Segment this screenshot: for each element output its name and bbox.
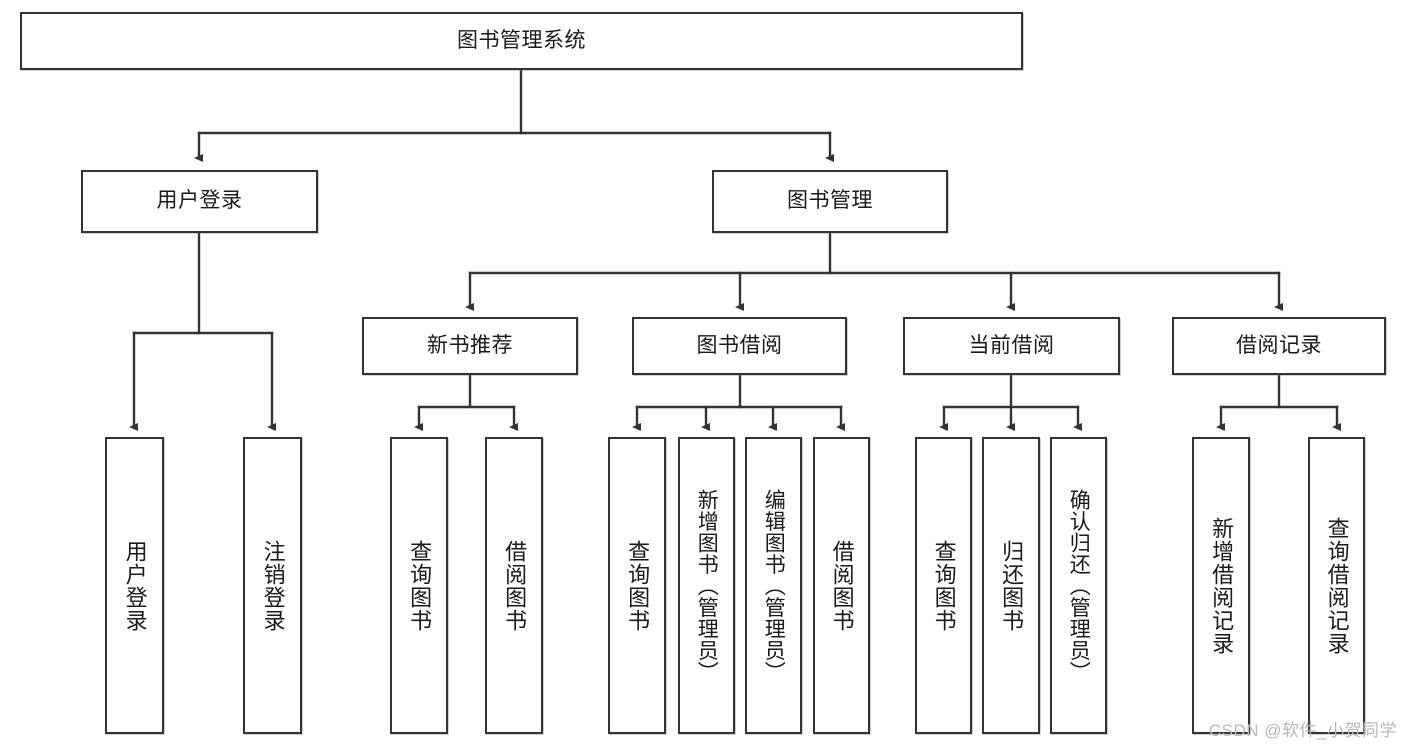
node-label: 新书推荐 (427, 333, 513, 357)
node-label: 新增借阅记录 (1209, 516, 1235, 655)
node-label: 查询图书 (407, 539, 433, 632)
node-leaf-query-book-2[interactable]: 查询图书 (608, 437, 666, 734)
node-label: 注销登录 (260, 539, 286, 632)
node-leaf-logout-login[interactable]: 注销登录 (243, 437, 302, 734)
node-leaf-return-book[interactable]: 归还图书 (982, 437, 1040, 734)
node-leaf-user-login[interactable]: 用户登录 (105, 437, 164, 734)
node-library-management-system[interactable]: 图书管理系统 (20, 12, 1023, 70)
node-leaf-query-borrow-record[interactable]: 查询借阅记录 (1308, 437, 1365, 734)
node-label: 用户登录 (122, 539, 148, 632)
node-new-book-recommend[interactable]: 新书推荐 (362, 317, 578, 375)
node-leaf-query-book-1[interactable]: 查询图书 (390, 437, 448, 734)
node-label: 新增图书（管理员） (695, 488, 719, 683)
node-label: 当前借阅 (968, 333, 1055, 357)
node-current-borrow[interactable]: 当前借阅 (903, 317, 1120, 375)
node-leaf-confirm-return-admin[interactable]: 确认归还（管理员） (1050, 437, 1107, 734)
node-label: 确认归还（管理员） (1067, 488, 1091, 683)
node-label: 借阅记录 (1236, 333, 1322, 357)
node-borrow-record[interactable]: 借阅记录 (1172, 317, 1386, 375)
node-book-management[interactable]: 图书管理 (712, 170, 948, 233)
node-label: 查询图书 (625, 539, 651, 632)
node-book-borrow[interactable]: 图书借阅 (632, 317, 847, 375)
node-user-login[interactable]: 用户登录 (81, 170, 318, 233)
node-leaf-borrow-book-1[interactable]: 借阅图书 (485, 437, 543, 734)
node-label: 借阅图书 (829, 539, 855, 632)
node-label: 图书借阅 (696, 333, 783, 357)
node-label: 图书管理 (787, 189, 873, 213)
node-label: 查询图书 (931, 539, 957, 632)
node-leaf-add-borrow-record[interactable]: 新增借阅记录 (1192, 437, 1250, 734)
node-leaf-borrow-book-2[interactable]: 借阅图书 (813, 437, 870, 734)
node-label: 借阅图书 (502, 539, 528, 632)
node-label: 用户登录 (156, 189, 243, 213)
node-label: 图书管理系统 (457, 28, 586, 52)
node-leaf-add-book-admin[interactable]: 新增图书（管理员） (678, 437, 735, 734)
node-leaf-query-book-3[interactable]: 查询图书 (915, 437, 972, 734)
node-label: 归还图书 (999, 539, 1025, 632)
node-label: 查询借阅记录 (1324, 516, 1350, 655)
node-leaf-edit-book-admin[interactable]: 编辑图书（管理员） (745, 437, 802, 734)
node-label: 编辑图书（管理员） (762, 488, 786, 683)
